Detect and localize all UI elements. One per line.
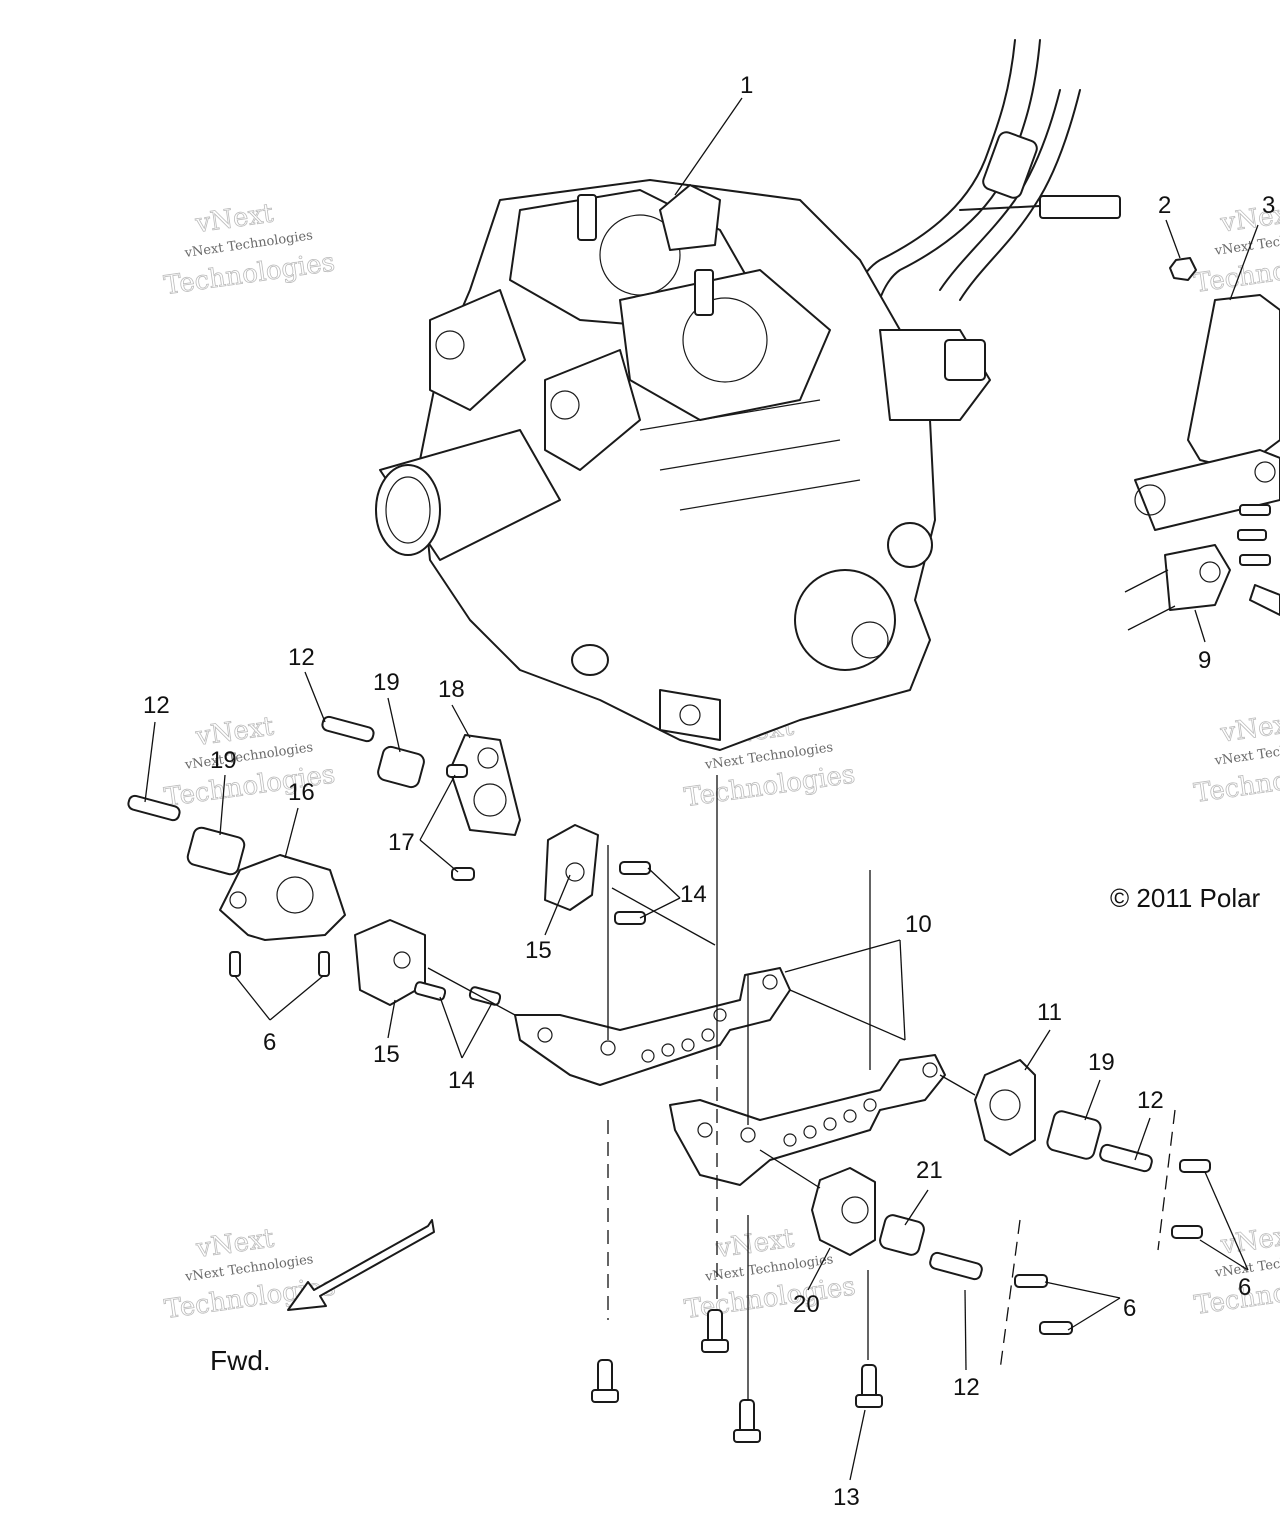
callout-19-left: 19 [210, 747, 237, 774]
bolt-6-right-b [1171, 1225, 1203, 1239]
block-9 [1164, 544, 1231, 611]
callout-6-right: 6 [1238, 1274, 1251, 1301]
callout-labels: 1 2 3 9 12 19 18 12 19 16 17 14 15 10 6 … [143, 72, 1275, 1511]
svg-text:vNext: vNext [1218, 1220, 1280, 1261]
bolt-14-upper-a [619, 861, 651, 875]
svg-text:vNext: vNext [1218, 708, 1280, 749]
bolt-6-left-a [229, 951, 241, 977]
bolt-12-left [127, 794, 181, 822]
watermark-1: vNext vNext Technologies Technologies [162, 198, 337, 301]
callout-12-upper: 12 [288, 644, 315, 671]
callout-10: 10 [905, 911, 932, 938]
right-mount-parts [1124, 257, 1280, 631]
copyright-text: © 2011 Polar [1110, 883, 1261, 913]
bushing-21 [879, 1214, 925, 1256]
callout-19-right: 19 [1088, 1049, 1115, 1076]
callout-6-left: 6 [263, 1029, 276, 1056]
bolt-12-upper [321, 715, 375, 743]
bolt-6-left-b [318, 951, 330, 977]
left-mount-parts [127, 715, 651, 1006]
engine-assembly [375, 39, 1121, 751]
callout-17: 17 [388, 829, 415, 856]
strap-plate [1134, 449, 1280, 531]
bolt-14-upper-b [614, 911, 646, 925]
callout-20: 20 [793, 1291, 820, 1318]
rear-mount-parts [811, 1059, 1211, 1335]
callout-15-upper: 15 [525, 937, 552, 964]
bushing-19-left [186, 826, 246, 876]
watermark-7: vNext vNext Technologies Technologies [162, 1223, 337, 1325]
bolt-6-right-a [1179, 1159, 1211, 1173]
bolt-14-lower-b [468, 986, 502, 1006]
forward-label: Fwd. [210, 1345, 271, 1376]
callout-12-left: 12 [143, 692, 170, 719]
bolt-14-lower-a [413, 981, 447, 1001]
callout-3: 3 [1262, 192, 1275, 219]
bracket-16 [219, 854, 346, 941]
callout-12-lower: 12 [953, 1374, 980, 1401]
callout-14-upper: 14 [680, 881, 707, 908]
callout-13: 13 [833, 1484, 860, 1511]
callout-12-right: 12 [1137, 1087, 1164, 1114]
callout-14-lower: 14 [448, 1067, 475, 1094]
leader-lines [144, 97, 1259, 1481]
bushing-19-upper [377, 745, 425, 789]
nut-2 [1169, 257, 1197, 281]
watermark-6: vNext vNext Technologies Technologies [1192, 708, 1280, 810]
callout-2: 2 [1158, 192, 1171, 219]
isolator-11 [974, 1059, 1036, 1156]
bracket-3 [1187, 294, 1280, 471]
bracket-10-front [514, 967, 791, 1086]
bolts-13 [591, 1309, 883, 1443]
bracket-10-rear [669, 1054, 946, 1186]
callout-18: 18 [438, 676, 465, 703]
bushing-19-right [1046, 1110, 1102, 1160]
callout-16: 16 [288, 779, 315, 806]
bolt-12-right [1099, 1143, 1153, 1173]
callout-1: 1 [740, 72, 753, 99]
callout-15-lower: 15 [373, 1041, 400, 1068]
callout-21: 21 [916, 1157, 943, 1184]
bolt-17-top [446, 764, 468, 778]
isolator-20 [811, 1167, 876, 1256]
forward-arrow: Fwd. [210, 1219, 435, 1376]
isolator-15-upper [544, 824, 599, 911]
bolt-6-lower-a [1014, 1274, 1048, 1288]
svg-text:vNext: vNext [193, 199, 276, 240]
bolt-6-lower-b [1039, 1321, 1073, 1335]
callout-11: 11 [1037, 999, 1062, 1026]
bolt-12-lower [929, 1251, 983, 1281]
callout-19-upper: 19 [373, 669, 400, 696]
callout-9: 9 [1198, 647, 1211, 674]
callout-6-lower: 6 [1123, 1295, 1136, 1322]
mount-brackets-10 [514, 967, 946, 1186]
